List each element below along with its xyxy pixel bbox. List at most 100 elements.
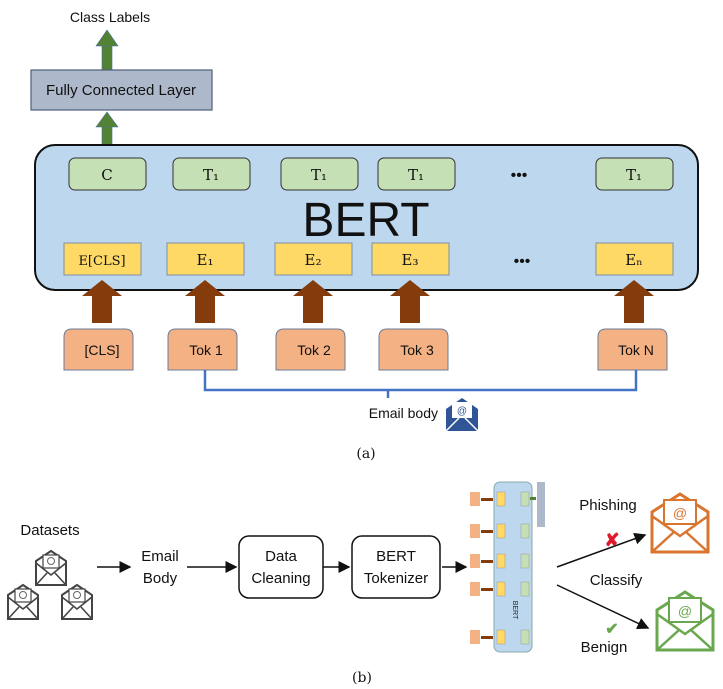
cross-icon: ✘ [604,530,619,550]
classify-label: Classify [590,572,643,589]
green-arrow-up-icon [95,111,119,148]
embedding-label: E₂ [305,251,322,269]
embedding-box [274,242,353,276]
token-box [378,328,449,371]
mini-embedding [496,523,506,539]
mini-token [470,524,480,538]
data-cleaning-line2: Cleaning [251,570,310,587]
mini-token [470,582,480,596]
envelope-flap [445,417,479,432]
token-box [275,328,346,371]
arrow-to-benign-icon [556,584,650,629]
envelope-letter [68,588,86,603]
embedding-label: E₃ [402,251,419,269]
arrow-to-phishing-icon [556,532,647,568]
output-label: T₁ [311,166,327,184]
check-icon: ✔ [605,621,618,638]
brown-arrow-up-icon [82,280,122,323]
output-box [172,157,251,191]
embedding-box [166,242,245,276]
mini-bert-label: BERT [511,601,518,620]
caption-b: (b) [352,670,372,686]
mini-arrow [481,530,493,533]
output-box [377,157,456,191]
mini-output [520,553,530,569]
envelope-letter [663,499,697,525]
datasets-label: Datasets [20,522,79,539]
token-label: [CLS] [84,342,119,358]
output-label: T₁ [626,166,642,184]
bert-tokenizer-box [351,535,441,599]
embedding-label: E₁ [197,251,214,269]
phishing-envelope-icon: @ [650,492,710,554]
output-box [595,157,674,191]
embedding-label: E[CLS] [78,254,125,269]
ellipsis: ••• [511,167,528,184]
mini-arrow [481,560,493,563]
mini-arrow [481,498,493,501]
envelope-icon: @ [445,398,479,432]
email-body-line1: Email [141,548,179,565]
envelope-flap [656,612,714,651]
envelope-icon [35,549,67,586]
mini-fc-layer [537,482,545,527]
fully-connected-layer-box [30,69,213,111]
envelope-flap [35,562,67,586]
envelope-letter [452,402,472,418]
at-sign-icon [47,557,55,565]
at-sign-icon: @ [678,603,692,619]
output-label: C [101,166,112,184]
mini-embedding [496,491,506,507]
bert-title: BERT [302,194,429,247]
phishing-label: Phishing [579,497,637,514]
mini-green-arrow [530,497,536,500]
mini-arrow [481,636,493,639]
token-label: Tok 1 [189,342,223,358]
mini-token [470,630,480,644]
mini-embedding [496,553,506,569]
email-body-bracket [203,370,638,398]
green-arrow-up-icon [95,29,119,71]
brown-arrow-up-icon [293,280,333,323]
class-labels-text: Class Labels [70,9,150,25]
token-label: Tok N [618,342,654,358]
output-label: T₁ [203,166,219,184]
embedding-label: Eₙ [625,251,642,269]
mini-bert-diagram: BERT [470,481,545,653]
mini-output [520,581,530,597]
envelope-letter [14,588,32,603]
output-box [68,157,147,191]
fully-connected-layer-label: Fully Connected Layer [46,82,196,99]
mini-embedding [496,629,506,645]
mini-token [470,492,480,506]
embedding-box [63,242,142,276]
ellipsis: ••• [514,253,531,270]
mini-token [470,554,480,568]
envelope-letter [668,597,702,623]
token-box [167,328,238,371]
envelope-flap [651,514,709,553]
mini-arrow [481,588,493,591]
email-body-label: Email body [369,405,438,421]
mini-embedding [496,581,506,597]
data-cleaning-line1: Data [265,548,297,565]
token-box [597,328,668,371]
at-sign-icon: @ [673,505,687,521]
email-body-line2: Body [143,570,178,587]
output-label: T₁ [408,166,424,184]
envelope-flap [7,596,39,620]
at-sign-icon [19,591,27,599]
at-sign: @ [457,406,467,417]
brown-arrow-up-icon [185,280,225,323]
token-label: Tok 2 [297,342,331,358]
bert-tokenizer-line2: Tokenizer [364,570,428,587]
brown-arrow-up-icon [390,280,430,323]
embedding-box [595,242,674,276]
brown-arrow-up-icon [614,280,654,323]
embedding-box [371,242,450,276]
token-label: Tok 3 [400,342,434,358]
data-cleaning-box [238,535,324,599]
envelope-icon [61,583,93,620]
caption-a: (a) [356,446,375,462]
